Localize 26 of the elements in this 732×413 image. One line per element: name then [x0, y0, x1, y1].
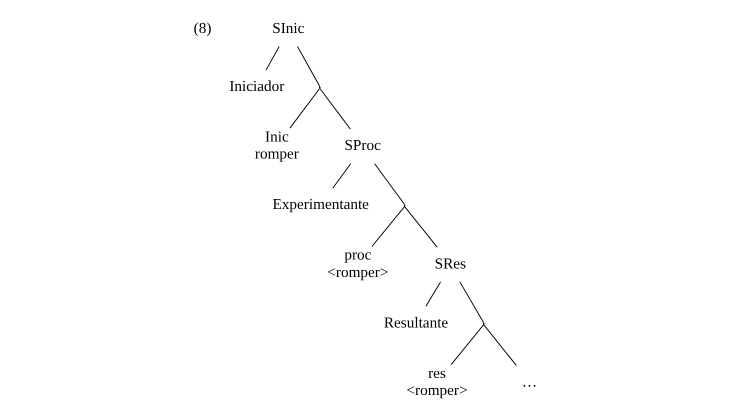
node-text: SProc: [344, 137, 381, 154]
connector: [459, 281, 484, 324]
connector: [266, 46, 280, 70]
connector: [374, 163, 406, 205]
node-text: SRes: [434, 255, 466, 272]
node-text: …: [522, 373, 538, 390]
connector: [450, 324, 484, 366]
label: (8): [194, 20, 212, 37]
connector: [425, 281, 442, 307]
node-text: Inic romper: [254, 128, 299, 163]
node-point: [482, 322, 485, 325]
connector: [319, 88, 351, 130]
connector: [332, 163, 352, 189]
node-point: [404, 204, 406, 206]
node-text: proc <romper>: [327, 246, 388, 281]
node-text: Resultante: [384, 314, 448, 332]
node-text: Iniciador: [229, 78, 284, 95]
connector: [404, 206, 438, 248]
node-text: res <romper>: [406, 364, 468, 400]
connector: [296, 46, 320, 87]
connector: [372, 206, 406, 247]
node-point: [318, 86, 321, 88]
connector: [289, 88, 320, 129]
connector: [483, 324, 517, 366]
node-text: Experimentante: [272, 196, 369, 214]
node-text: SInic: [272, 20, 304, 37]
